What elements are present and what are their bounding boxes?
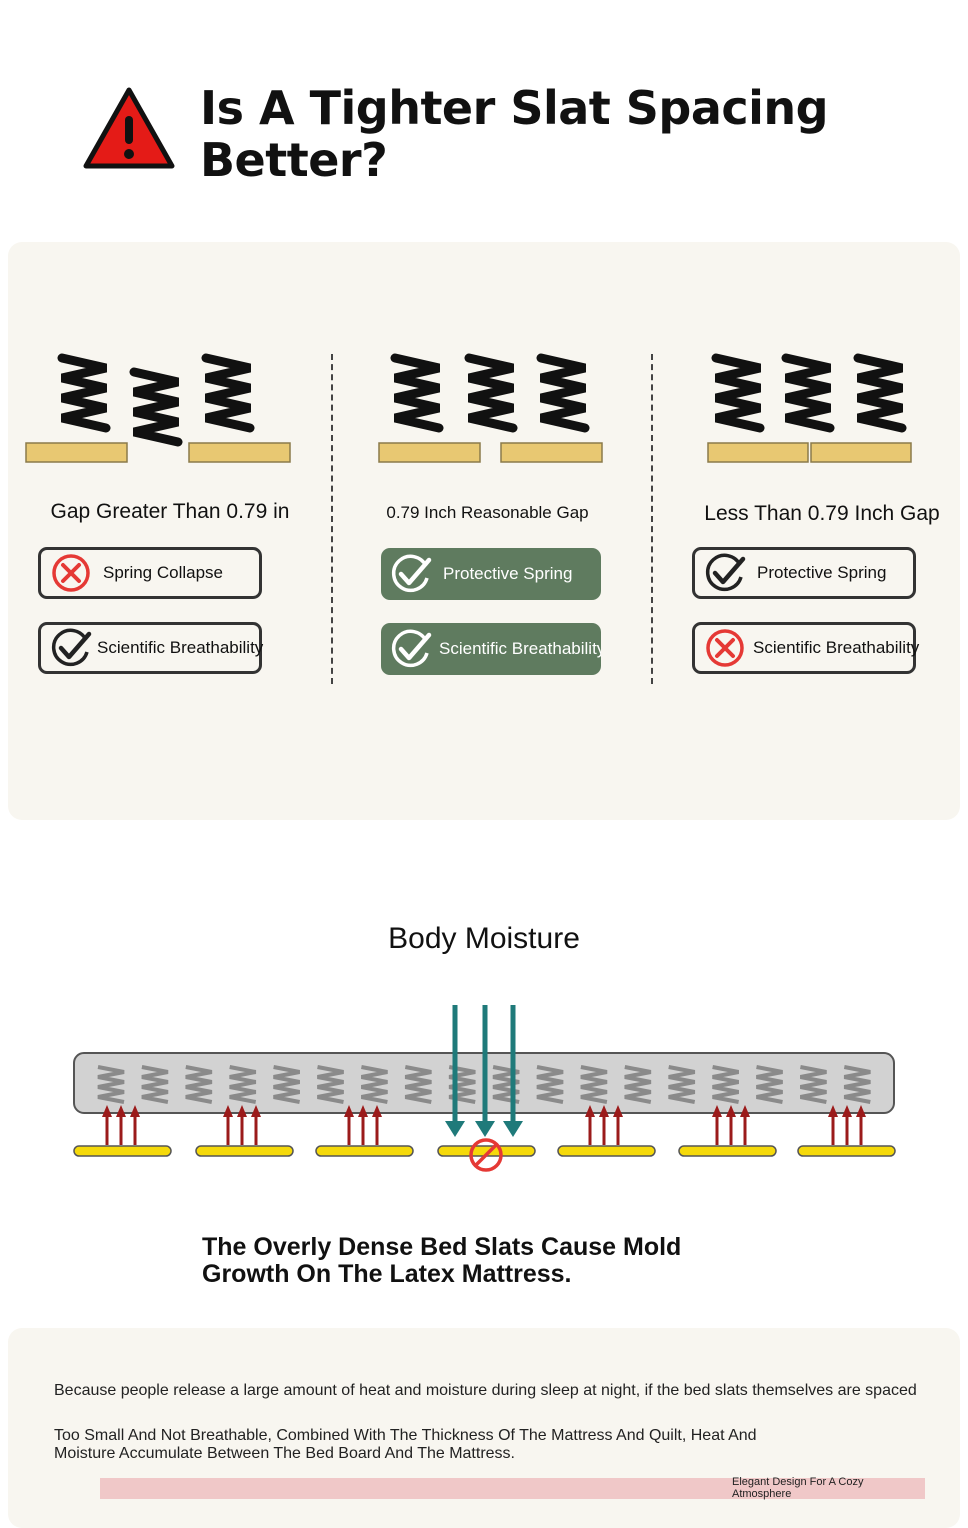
up-arrow-head: [372, 1105, 382, 1117]
up-arrow-head: [251, 1105, 261, 1117]
caption-note: Elegant Design For A Cozy Atmosphere: [732, 1476, 864, 1500]
spring-icon: [141, 1065, 169, 1104]
explanation-paragraph: Because people release a large amount of…: [54, 1382, 917, 1399]
up-arrow-head: [585, 1105, 595, 1117]
mattress-moisture-diagram: [73, 1005, 896, 1172]
badge-label: Scientific Breathability: [753, 638, 920, 657]
up-arrow-head: [828, 1105, 838, 1117]
badge-label: Protective Spring: [443, 564, 573, 583]
spring-icon: [536, 1065, 564, 1104]
check-circle-icon: [391, 554, 432, 592]
up-arrow-head: [130, 1105, 140, 1117]
badge-label: Protective Spring: [757, 563, 887, 582]
spring-icon: [273, 1065, 300, 1104]
up-arrow-head: [726, 1105, 736, 1117]
up-arrow-head: [102, 1105, 112, 1117]
spring-icon: [624, 1065, 652, 1104]
check-circle-icon: [391, 629, 432, 667]
badge-label: Scientific Breathability: [97, 638, 264, 657]
cross-circle-icon: [52, 554, 90, 592]
no-entry-icon: [469, 1138, 503, 1172]
column-divider: [651, 354, 653, 684]
badge-label: Spring Collapse: [103, 563, 224, 582]
spring-icon: [390, 353, 590, 433]
spring-icon: [185, 1065, 213, 1104]
warning-triangle-icon: [83, 87, 175, 169]
column-label: Less Than 0.79 Inch Gap: [704, 502, 940, 525]
up-arrow-head: [344, 1105, 354, 1117]
breathability-badge: Scientific Breathability: [692, 622, 920, 674]
spring-icon: [57, 353, 255, 447]
check-circle-icon: [705, 553, 746, 591]
moisture-title: Body Moisture: [388, 922, 580, 955]
spring-icon: [800, 1065, 827, 1104]
explanation-paragraph: Too Small And Not Breathable, Combined W…: [54, 1427, 757, 1462]
spring-icon: [843, 1065, 871, 1104]
highlight-strip: [100, 1478, 925, 1499]
up-arrow-head: [116, 1105, 126, 1117]
spring-icon: [229, 1065, 257, 1104]
spring-collapse-badge: Spring Collapse: [38, 547, 262, 599]
up-arrow-head: [599, 1105, 609, 1117]
breathability-badge: Scientific Breathability: [381, 623, 601, 675]
breathability-badge: Scientific Breathability: [38, 622, 264, 674]
page-title: Is A Tighter Slat Spacing Better?: [200, 81, 829, 187]
moisture-down-arrows: [445, 1005, 523, 1137]
spring-icon: [580, 1065, 608, 1104]
spring-icon: [361, 1065, 388, 1104]
narrow-gap-illustration: [707, 353, 912, 463]
slat: [557, 1145, 656, 1157]
spring-icon: [404, 1065, 432, 1104]
spring-icon: [317, 1065, 344, 1104]
comparison-panel: [8, 242, 960, 820]
header: Is A Tighter Slat Spacing Better?: [0, 0, 968, 230]
slat: [810, 442, 912, 463]
check-circle-icon: [51, 628, 92, 666]
reasonable-gap-illustration: [378, 353, 603, 463]
slat: [500, 442, 603, 463]
slat: [195, 1145, 294, 1157]
spring-icon: [756, 1065, 783, 1104]
protective-spring-badge: Protective Spring: [381, 548, 601, 600]
up-arrow-head: [842, 1105, 852, 1117]
slat: [678, 1145, 777, 1157]
up-arrow-head: [237, 1105, 247, 1117]
slat: [707, 442, 809, 463]
up-arrow-head: [223, 1105, 233, 1117]
up-arrow-head: [358, 1105, 368, 1117]
protective-spring-badge: Protective Spring: [692, 547, 916, 599]
cross-circle-icon: [706, 629, 744, 667]
up-arrow-head: [613, 1105, 623, 1117]
spring-icon: [668, 1065, 696, 1104]
column-label: Gap Greater Than 0.79 in: [50, 500, 290, 523]
slat: [315, 1145, 414, 1157]
spring-icon: [97, 1065, 125, 1104]
up-arrow-head: [740, 1105, 750, 1117]
mold-heading: The Overly Dense Bed Slats Cause Mold Gr…: [202, 1233, 682, 1288]
wide-gap-illustration: [25, 353, 291, 463]
spring-icon: [712, 1065, 739, 1104]
badge-label: Scientific Breathability: [439, 639, 601, 658]
slat: [378, 442, 481, 463]
column-label: 0.79 Inch Reasonable Gap: [386, 503, 589, 522]
slat: [25, 442, 128, 463]
up-arrow-head: [856, 1105, 866, 1117]
spring-icon: [711, 353, 907, 433]
slat: [797, 1145, 896, 1157]
slat: [188, 442, 291, 463]
up-arrow-head: [712, 1105, 722, 1117]
column-divider: [331, 354, 333, 684]
slat: [73, 1145, 172, 1157]
